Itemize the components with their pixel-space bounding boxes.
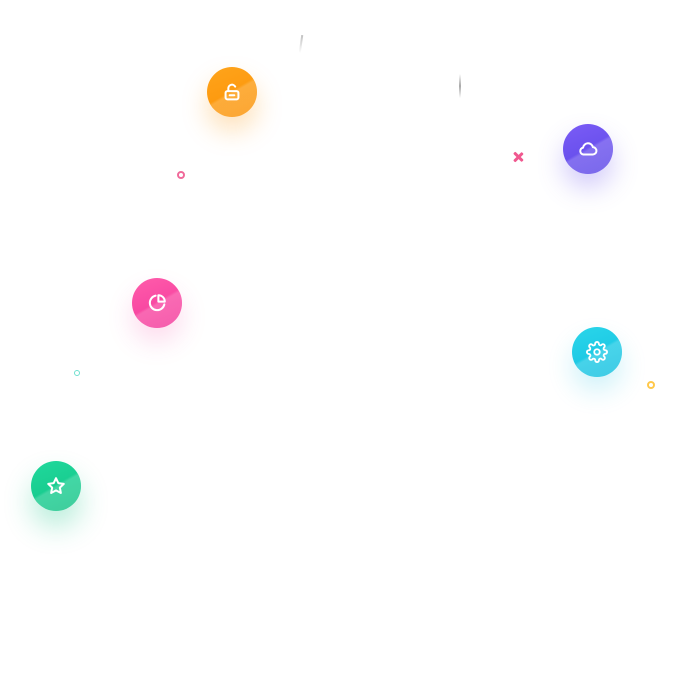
cross-pink	[512, 151, 524, 163]
cloud-icon	[579, 142, 598, 156]
ring-yellow	[647, 381, 655, 389]
grey-sliver-mark	[459, 74, 461, 98]
grey-sliver-mark	[298, 34, 303, 54]
gear-icon	[586, 341, 608, 363]
unlock-icon	[224, 83, 240, 101]
gear-orb	[572, 327, 622, 377]
chart-orb	[132, 278, 182, 328]
ring-pink	[177, 171, 185, 179]
pie-chart-icon	[148, 294, 166, 312]
lock-orb	[207, 67, 257, 117]
ring-teal	[74, 370, 80, 376]
star-icon	[47, 477, 65, 494]
star-orb	[31, 461, 81, 511]
cloud-orb	[563, 124, 613, 174]
